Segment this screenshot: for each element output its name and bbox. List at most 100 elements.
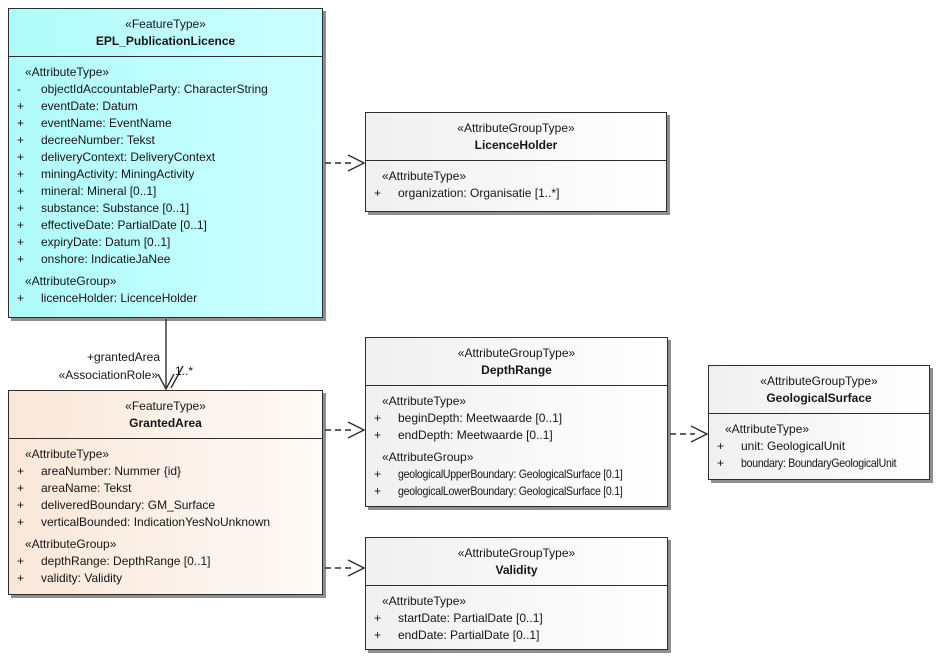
attribute-text: areaNumber: Nummer {id}: [41, 464, 182, 478]
attribute-row: + onshore: IndicatieJaNee: [11, 251, 316, 268]
class-box-depthrange[interactable]: «AttributeGroupType» DepthRange «Attribu…: [365, 337, 668, 507]
visibility-marker: +: [374, 467, 382, 481]
attribute-row: +validity: Validity: [11, 570, 316, 587]
attribute-row: + effectiveDate: PartialDate [0..1]: [11, 217, 316, 234]
class-name: DepthRange: [481, 363, 552, 377]
association-role-name: +grantedArea: [86, 350, 160, 364]
section-label: «AttributeType»: [25, 447, 110, 461]
attribute-text: organization: Organisatie [1..*]: [398, 186, 560, 200]
visibility-marker: +: [374, 428, 382, 442]
class-header: «FeatureType» GrantedArea: [9, 391, 322, 439]
class-header: «AttributeGroupType» Validity: [366, 538, 667, 586]
stereotype-label: «AttributeGroupType»: [457, 346, 576, 360]
class-box-epl-publicationlicence[interactable]: «FeatureType» EPL_PublicationLicence «At…: [8, 8, 323, 318]
attribute-row: + areaNumber: Nummer {id}: [11, 463, 316, 480]
visibility-marker: +: [17, 218, 25, 232]
attribute-text: objectIdAccountableParty: CharacterStrin…: [41, 82, 268, 96]
visibility-marker: +: [17, 554, 25, 568]
attribute-row: +miningActivity: MiningActivity: [11, 166, 316, 183]
visibility-marker: +: [17, 201, 25, 215]
connector-grantedarea-validity[interactable]: [325, 559, 366, 577]
attribute-compartment: «AttributeType» +organization: Organisat…: [366, 161, 666, 204]
attribute-row: +eventName: EventName: [11, 115, 316, 132]
attribute-compartment: «AttributeType» +unit: GeologicalUnit +b…: [709, 414, 929, 474]
attribute-row: +beginDepth: Meetwaarde [0..1]: [368, 410, 661, 427]
visibility-marker: +: [17, 252, 25, 266]
attribute-text: startDate: PartialDate [0..1]: [398, 611, 543, 625]
visibility-marker: +: [17, 133, 25, 147]
connector-depthrange-geologicalsurface[interactable]: [670, 425, 709, 443]
class-box-validity[interactable]: «AttributeGroupType» Validity «Attribute…: [365, 537, 668, 650]
attribute-compartment: «AttributeType» +beginDepth: Meetwaarde …: [366, 386, 667, 502]
attribute-text: depthRange: DepthRange [0..1]: [41, 554, 211, 568]
attribute-text: unit: GeologicalUnit: [741, 439, 846, 453]
attribute-text: decreeNumber: Tekst: [41, 133, 155, 147]
section-label: «AttributeGroup»: [382, 450, 474, 464]
attribute-text: onshore: IndicatieJaNee: [41, 252, 171, 266]
visibility-marker: +: [17, 464, 25, 478]
attribute-text: geologicalLowerBoundary: GeologicalSurfa…: [398, 484, 623, 498]
class-name: EPL_PublicationLicence: [95, 34, 236, 48]
stereotype-label: «FeatureType»: [125, 399, 206, 413]
class-header: «AttributeGroupType» LicenceHolder: [366, 113, 666, 161]
attribute-row: +areaName: Tekst: [11, 480, 316, 497]
attribute-text: deliveryContext: DeliveryContext: [41, 150, 216, 164]
attribute-text: deliveredBoundary: GM_Surface: [41, 498, 216, 512]
attribute-row: +endDepth: Meetwaarde [0..1]: [368, 427, 661, 444]
attribute-row: + geologicalLowerBoundary: GeologicalSurf…: [368, 483, 661, 500]
class-name: GeologicalSurface: [766, 391, 872, 405]
visibility-marker: +: [17, 99, 25, 113]
attribute-row: + eventDate: Datum: [11, 98, 316, 115]
attribute-row: +boundary: BoundaryGeologicalUnit: [711, 455, 923, 472]
attribute-row: +substance: Substance [0..1]: [11, 200, 316, 217]
attribute-text: eventDate: Datum: [41, 99, 138, 113]
class-header: «FeatureType» EPL_PublicationLicence: [9, 9, 322, 57]
attribute-row: + depthRange: DepthRange [0..1]: [11, 553, 316, 570]
visibility-marker: -: [17, 82, 21, 96]
attribute-row: + deliveryContext: DeliveryContext: [11, 149, 316, 166]
visibility-marker: +: [374, 611, 382, 625]
class-box-geologicalsurface[interactable]: «AttributeGroupType» GeologicalSurface «…: [708, 365, 930, 480]
visibility-marker: +: [17, 291, 25, 305]
connector-epl-licenceholder[interactable]: [325, 154, 366, 172]
section-label: «AttributeGroup»: [25, 274, 117, 288]
class-header: «AttributeGroupType» GeologicalSurface: [709, 366, 929, 414]
association-multiplicity: 1..*: [175, 364, 194, 378]
attribute-text: boundary: BoundaryGeologicalUnit: [741, 456, 897, 470]
section-label: «AttributeType»: [25, 65, 110, 79]
connector-grantedarea-depthrange[interactable]: [325, 421, 366, 439]
association-stereotype: «AssociationRole»: [58, 368, 158, 382]
visibility-marker: +: [374, 484, 382, 498]
attribute-text: mineral: Mineral [0..1]: [41, 184, 157, 198]
attribute-text: geologicalUpperBoundary: GeologicalSurfa…: [398, 467, 623, 481]
class-box-licenceholder[interactable]: «AttributeGroupType» LicenceHolder «Attr…: [365, 112, 667, 212]
section-label: «AttributeType»: [382, 594, 467, 608]
attribute-text: validity: Validity: [41, 571, 123, 585]
attribute-text: eventName: EventName: [41, 116, 172, 130]
attribute-text: areaName: Tekst: [41, 481, 132, 495]
visibility-marker: +: [374, 186, 382, 200]
visibility-marker: +: [17, 150, 25, 164]
attribute-row: +mineral: Mineral [0..1]: [11, 183, 316, 200]
attribute-row: + startDate: PartialDate [0..1]: [368, 610, 661, 627]
visibility-marker: +: [374, 628, 382, 642]
class-name: LicenceHolder: [474, 138, 558, 152]
attribute-compartment: «AttributeType» + startDate: PartialDate …: [366, 586, 667, 646]
stereotype-label: «AttributeGroupType»: [760, 374, 878, 388]
section-label: «AttributeGroup»: [25, 537, 117, 551]
attribute-row: +deliveredBoundary: GM_Surface: [11, 497, 316, 514]
connector-association-grantedarea[interactable]: [157, 319, 184, 391]
section-label: «AttributeType»: [725, 422, 810, 436]
stereotype-label: «AttributeGroupType»: [457, 546, 576, 560]
stereotype-label: «AttributeGroupType»: [457, 121, 575, 135]
attribute-row: +expiryDate: Datum [0..1]: [11, 234, 316, 251]
section-label: «AttributeType»: [382, 394, 467, 408]
attribute-text: effectiveDate: PartialDate [0..1]: [41, 218, 207, 232]
visibility-marker: +: [17, 167, 25, 181]
attribute-row: +licenceHolder: LicenceHolder: [11, 290, 316, 307]
visibility-marker: +: [17, 235, 25, 249]
attribute-row: + organization: Organisatie [1..*]: [368, 185, 660, 202]
attribute-row: +verticalBounded: IndicationYesNoUnknown: [11, 514, 316, 531]
attribute-text: beginDepth: Meetwaarde [0..1]: [398, 411, 563, 425]
class-box-grantedarea[interactable]: «FeatureType» GrantedArea «AttributeType…: [8, 390, 323, 595]
